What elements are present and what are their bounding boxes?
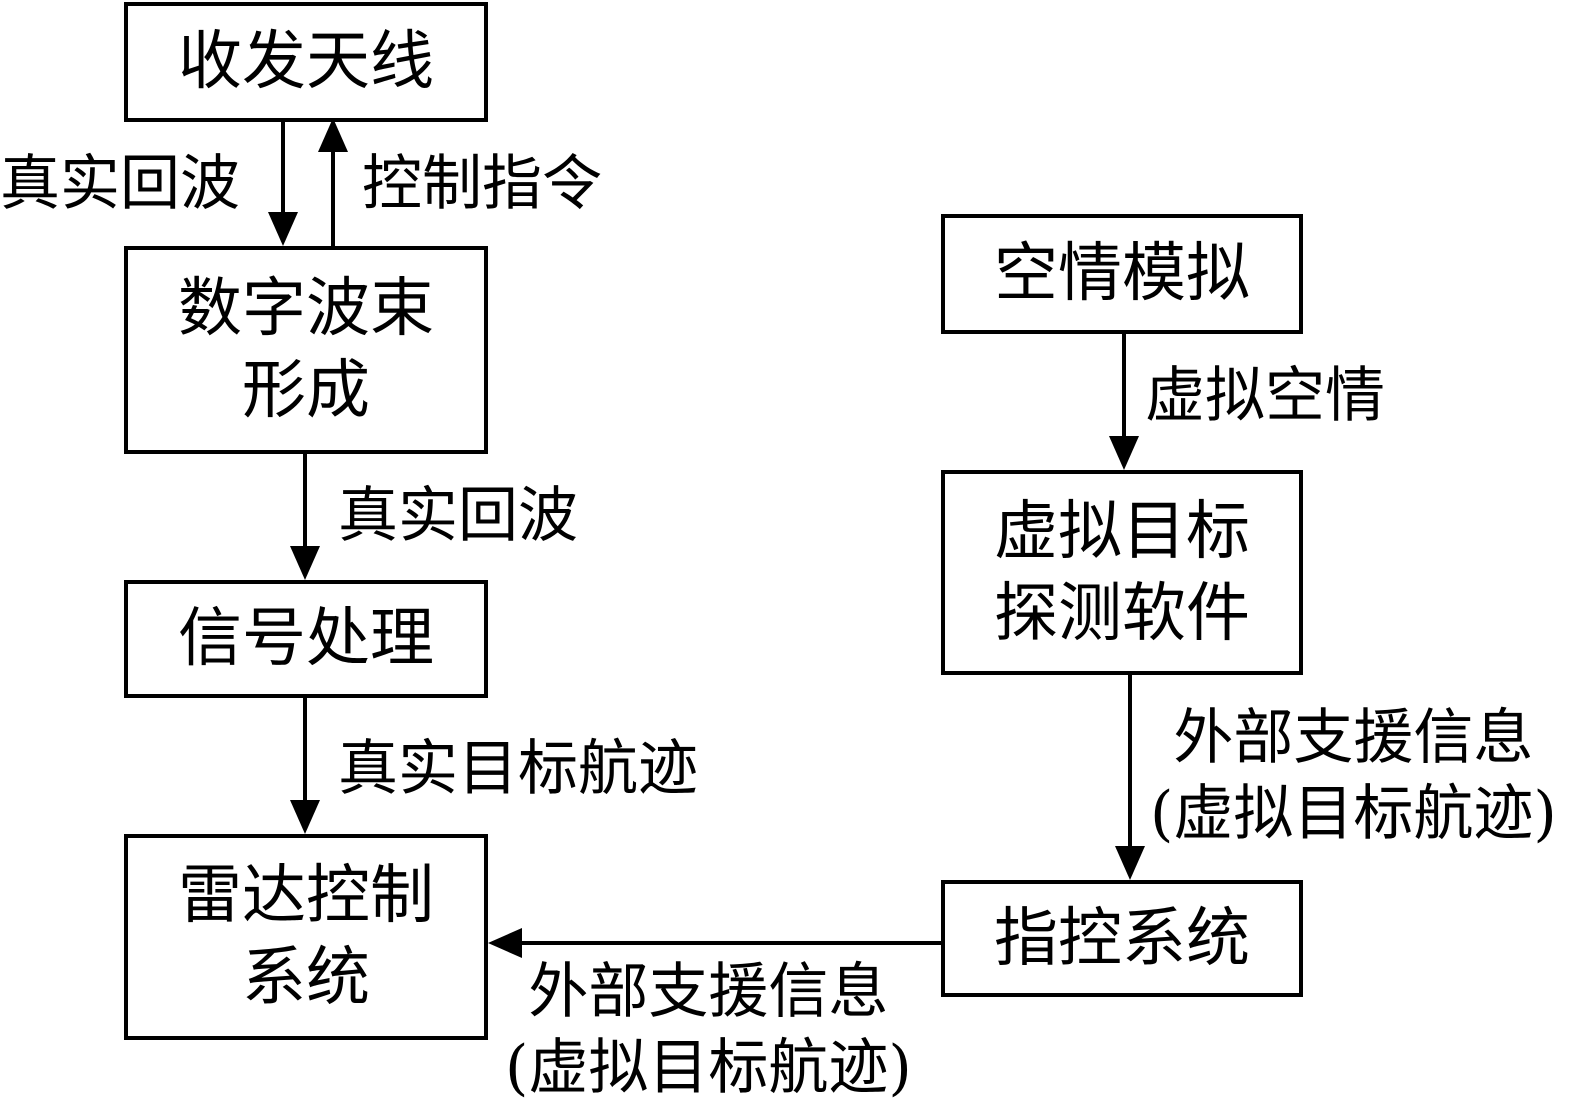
digital-beamforming-box-line-1: 数字波束 xyxy=(178,272,434,346)
signal-processing-box: 信号处理 xyxy=(124,580,488,698)
command-control-system-box: 指控系统 xyxy=(941,880,1303,997)
radar-control-system-box: 雷达控制系统 xyxy=(124,834,488,1040)
antenna-box-line-1: 收发天线 xyxy=(178,25,434,99)
control-command-label-line-1: 控制指令 xyxy=(362,149,602,219)
virtual-air-situation-label-line-1: 虚拟空情 xyxy=(1145,361,1385,431)
arrow-echo-antenna-to-dbf xyxy=(268,120,298,246)
external-support-info-label-right-line-1: 外部支援信息 xyxy=(1173,703,1534,773)
arrow-airsim-to-virtual xyxy=(1109,333,1139,470)
external-support-info-label-right-line-2: (虚拟目标航迹) xyxy=(1150,779,1557,849)
arrow-virtual-to-command xyxy=(1115,673,1145,880)
antenna-box: 收发天线 xyxy=(124,2,488,122)
air-situation-simulation-box: 空情模拟 xyxy=(941,214,1303,334)
arrow-command-to-radar xyxy=(488,928,943,958)
radar-control-system-box-line-1: 雷达控制 xyxy=(178,859,434,933)
virtual-target-detection-software-box-line-1: 虚拟目标 xyxy=(994,494,1250,569)
control-command-label: 控制指令 xyxy=(362,146,602,222)
external-support-info-label-right: 外部支援信息(虚拟目标航迹) xyxy=(1150,700,1557,852)
command-control-system-box-line-1: 指控系统 xyxy=(994,901,1250,976)
real-target-track-label: 真实目标航迹 xyxy=(338,731,698,807)
real-target-track-label-line-1: 真实目标航迹 xyxy=(338,734,698,804)
digital-beamforming-box-line-2: 形成 xyxy=(242,354,370,428)
virtual-air-situation-label: 虚拟空情 xyxy=(1145,358,1385,434)
external-support-info-label-bottom-line-2: (虚拟目标航迹) xyxy=(505,1033,912,1103)
external-support-info-label-bottom: 外部支援信息(虚拟目标航迹) xyxy=(505,954,912,1106)
arrow-control-dbf-to-antenna xyxy=(318,118,348,246)
digital-beamforming-box: 数字波束形成 xyxy=(124,246,488,454)
echo-label-top-line-1: 真实回波 xyxy=(0,149,240,219)
virtual-target-detection-software-box-line-2: 探测软件 xyxy=(994,576,1250,651)
virtual-target-detection-software-box: 虚拟目标探测软件 xyxy=(941,470,1303,675)
signal-processing-box-line-1: 信号处理 xyxy=(178,602,434,676)
arrow-track-signal-to-radar xyxy=(290,695,320,834)
air-situation-simulation-box-line-1: 空情模拟 xyxy=(994,237,1250,311)
external-support-info-label-bottom-line-1: 外部支援信息 xyxy=(528,957,889,1027)
arrow-echo-dbf-to-signal xyxy=(290,452,320,580)
echo-label-middle: 真实回波 xyxy=(338,478,578,554)
echo-label-middle-line-1: 真实回波 xyxy=(338,481,578,551)
echo-label-top: 真实回波 xyxy=(0,146,240,222)
radar-control-system-box-line-2: 系统 xyxy=(242,941,370,1015)
